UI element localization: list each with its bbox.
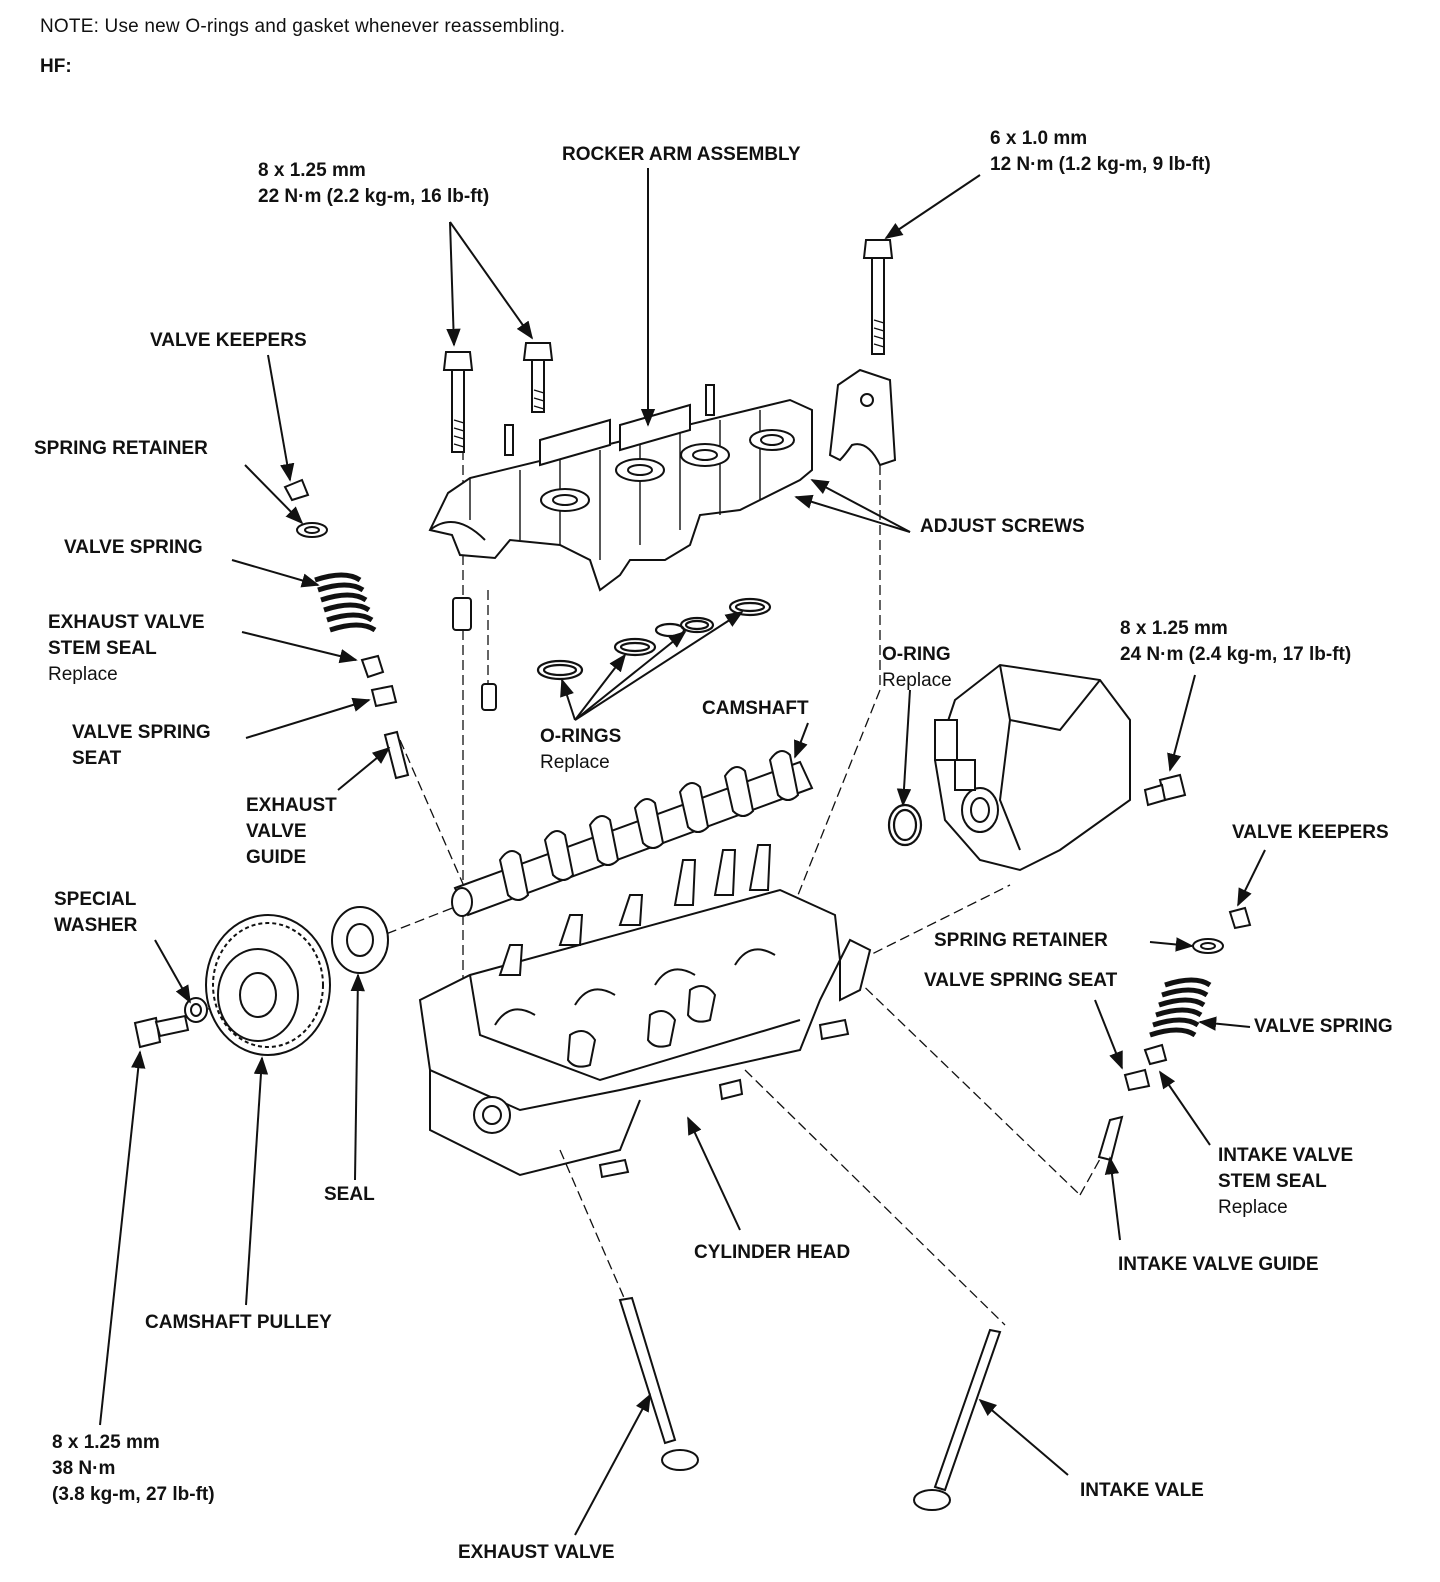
bolts-drawing <box>133 239 1187 1049</box>
camshaft-drawing <box>451 750 814 917</box>
label-exhaust-valve-guide: EXHAUST VALVE GUIDE <box>246 793 337 871</box>
seal-drawing <box>331 906 389 974</box>
label-intake-stem-seal-line2: STEM SEAL <box>1218 1171 1327 1192</box>
label-bolt-pulley-torque-alt: (3.8 kg-m, 27 lb-ft) <box>52 1484 215 1505</box>
label-spring-retainer-exhaust: SPRING RETAINER <box>34 438 208 459</box>
label-valve-keepers-exhaust: VALVE KEEPERS <box>150 330 307 351</box>
label-bolt-pulley-size: 8 x 1.25 mm <box>52 1432 160 1453</box>
label-valve-spring-exhaust: VALVE SPRING <box>64 537 203 558</box>
label-exhaust-valve-guide-line2: VALVE <box>246 821 307 842</box>
label-bolt-distributor: 8 x 1.25 mm 24 N·m (2.4 kg-m, 17 lb-ft) <box>1120 616 1351 668</box>
label-bolt-cap-size: 6 x 1.0 mm <box>990 128 1088 149</box>
label-valve-spring-intake: VALVE SPRING <box>1254 1016 1393 1037</box>
label-spring-retainer-intake: SPRING RETAINER <box>934 930 1108 951</box>
label-o-rings: O-RINGS Replace <box>540 724 621 776</box>
label-bolt-rocker: 8 x 1.25 mm 22 N·m (2.2 kg-m, 16 lb-ft) <box>258 158 489 210</box>
label-valve-keepers-intake: VALVE KEEPERS <box>1232 822 1389 843</box>
leader-arrows <box>99 168 1266 1536</box>
label-exhaust-stem-seal-line1: EXHAUST VALVE <box>48 612 205 633</box>
label-cylinder-head: CYLINDER HEAD <box>694 1242 851 1263</box>
label-bolt-cap-torque: 12 N·m (1.2 kg-m, 9 lb-ft) <box>990 154 1211 175</box>
label-special-washer: SPECIAL WASHER <box>54 887 137 939</box>
label-seal: SEAL <box>324 1184 375 1205</box>
label-camshaft-pulley: CAMSHAFT PULLEY <box>145 1312 332 1333</box>
label-valve-spring-seat-intake: VALVE SPRING SEAT <box>924 970 1118 991</box>
label-bolt-cap: 6 x 1.0 mm 12 N·m (1.2 kg-m, 9 lb-ft) <box>990 126 1211 178</box>
exhaust-valve-parts-drawing <box>283 478 410 780</box>
label-exhaust-stem-seal: EXHAUST VALVE STEM SEAL Replace <box>48 610 205 688</box>
label-o-rings-title: O-RINGS <box>540 726 622 747</box>
label-intake-stem-seal-note: Replace <box>1218 1197 1288 1218</box>
model-label: HF: <box>40 56 72 77</box>
valves-drawing <box>618 1296 1002 1511</box>
label-rocker-arm-assembly: ROCKER ARM ASSEMBLY <box>562 144 801 165</box>
label-o-rings-note: Replace <box>540 752 610 773</box>
distributor-housing-drawing <box>933 663 1131 872</box>
rocker-arm-assembly-drawing <box>428 384 813 592</box>
label-bolt-pulley: 8 x 1.25 mm 38 N·m (3.8 kg-m, 27 lb-ft) <box>52 1430 215 1508</box>
label-bolt-rocker-torque: 22 N·m (2.2 kg-m, 16 lb-ft) <box>258 186 490 207</box>
label-exhaust-valve-guide-line1: EXHAUST <box>246 795 337 816</box>
label-special-washer-line1: SPECIAL <box>54 889 137 910</box>
label-bolt-pulley-torque: 38 N·m <box>52 1458 116 1479</box>
label-camshaft: CAMSHAFT <box>702 698 809 719</box>
label-intake-valve-guide: INTAKE VALVE GUIDE <box>1118 1254 1319 1275</box>
camshaft-cap-drawing <box>828 368 897 467</box>
label-special-washer-line2: WASHER <box>54 915 138 936</box>
label-exhaust-stem-seal-line2: STEM SEAL <box>48 638 157 659</box>
label-valve-spring-seat-exhaust-line1: VALVE SPRING <box>72 722 211 743</box>
label-o-ring-title: O-RING <box>882 644 951 665</box>
label-exhaust-valve-guide-line3: GUIDE <box>246 847 307 868</box>
cylinder-head-drawing <box>418 844 872 1179</box>
label-adjust-screws: ADJUST SCREWS <box>920 516 1085 537</box>
label-exhaust-valve: EXHAUST VALVE <box>458 1542 615 1563</box>
label-intake-valve: INTAKE VALE <box>1080 1480 1204 1501</box>
label-o-ring-note: Replace <box>882 670 952 691</box>
label-valve-spring-seat-exhaust-line2: SEAT <box>72 748 122 769</box>
reassembly-note: NOTE: Use new O-rings and gasket wheneve… <box>40 16 566 37</box>
label-exhaust-stem-seal-note: Replace <box>48 664 118 685</box>
label-bolt-rocker-size: 8 x 1.25 mm <box>258 160 366 181</box>
label-o-ring: O-RING Replace <box>882 642 952 694</box>
label-valve-spring-seat-exhaust: VALVE SPRING SEAT <box>72 720 211 772</box>
dowels-drawing <box>452 597 497 711</box>
label-intake-stem-seal-line1: INTAKE VALVE <box>1218 1145 1354 1166</box>
label-bolt-distributor-size: 8 x 1.25 mm <box>1120 618 1228 639</box>
label-intake-stem-seal: INTAKE VALVE STEM SEAL Replace <box>1218 1143 1353 1221</box>
camshaft-pulley-drawing <box>184 914 331 1056</box>
intake-valve-parts-drawing <box>1097 906 1252 1162</box>
label-bolt-distributor-torque: 24 N·m (2.4 kg-m, 17 lb-ft) <box>1120 644 1352 665</box>
